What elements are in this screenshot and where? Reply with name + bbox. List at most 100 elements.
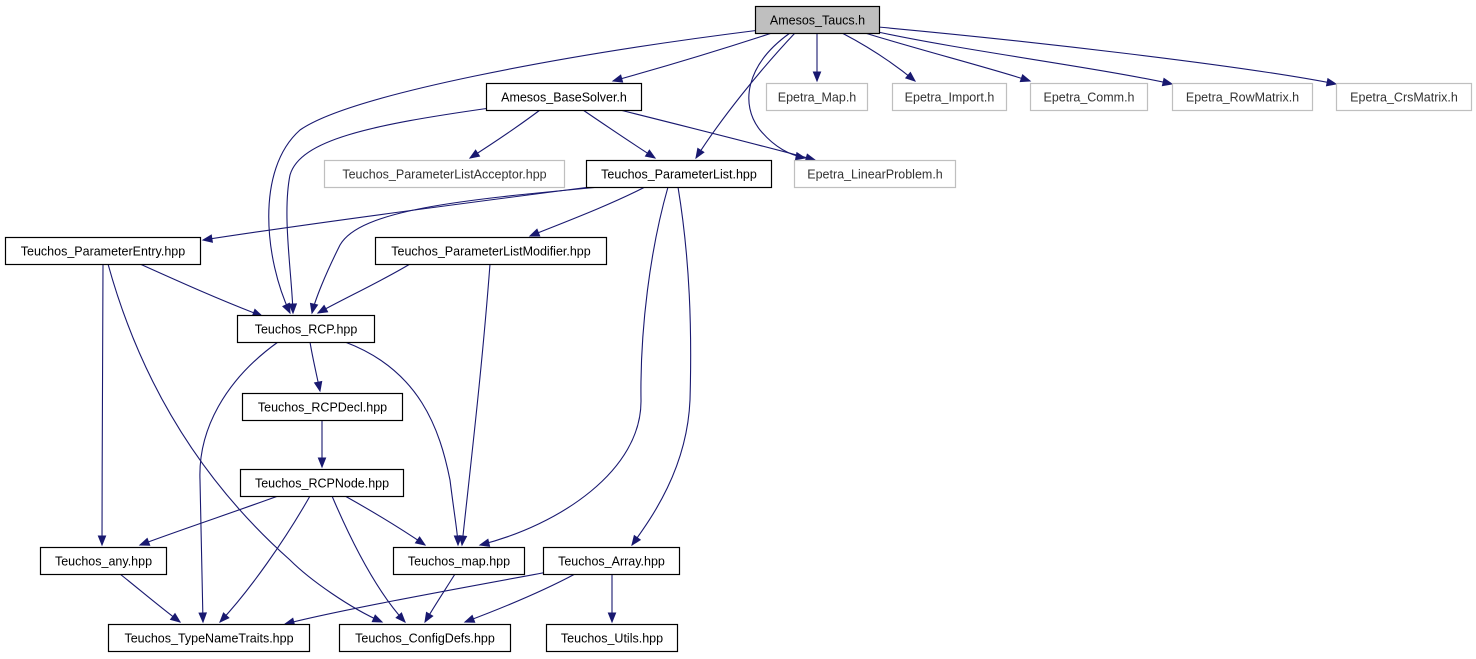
edge-line xyxy=(469,109,541,159)
node-box xyxy=(107,623,311,653)
edge-line xyxy=(284,571,549,625)
edge-teuchos_rcpnode-to-teuchos_typenametraits xyxy=(219,495,311,623)
edge-teuchos_rcp-to-teuchos_typenametraits xyxy=(198,341,279,624)
arrow-head xyxy=(288,303,298,315)
node-teuchos_pentry[interactable]: Teuchos_ParameterEntry.hpp xyxy=(4,236,202,266)
node-teuchos_map[interactable]: Teuchos_map.hpp xyxy=(392,546,526,576)
node-teuchos_plist[interactable]: Teuchos_ParameterList.hpp xyxy=(585,159,773,189)
edge-amesos_taucs-to-epetra_crsmatrix xyxy=(877,26,1338,87)
arrow-head xyxy=(169,612,182,623)
arrow-head xyxy=(198,612,208,624)
arrow-head xyxy=(607,612,617,624)
node-epetra_comm[interactable]: Epetra_Comm.h xyxy=(1029,82,1149,112)
node-teuchos_rcp[interactable]: Teuchos_RCP.hpp xyxy=(236,314,376,344)
node-teuchos_plistmodifier[interactable]: Teuchos_ParameterListModifier.hpp xyxy=(374,236,608,266)
edge-teuchos_any-to-teuchos_typenametraits xyxy=(119,573,182,623)
node-amesos_taucs[interactable]: Amesos_Taucs.h xyxy=(754,5,881,35)
arrow-head xyxy=(424,611,434,624)
node-epetra_map[interactable]: Epetra_Map.h xyxy=(765,82,869,112)
node-teuchos_rcpdecl[interactable]: Teuchos_RCPDecl.hpp xyxy=(241,392,404,422)
edge-teuchos_plist-to-teuchos_rcp xyxy=(309,186,601,315)
node-label: Epetra_Comm.h xyxy=(1043,91,1134,105)
node-label: Epetra_CrsMatrix.h xyxy=(1350,91,1458,105)
node-teuchos_rcpnode[interactable]: Teuchos_RCPNode.hpp xyxy=(239,468,405,498)
node-box xyxy=(1335,82,1473,112)
node-box xyxy=(542,546,681,576)
node-epetra_linearproblem[interactable]: Epetra_LinearProblem.h xyxy=(793,159,957,189)
edge-teuchos_pentry-to-teuchos_rcp xyxy=(139,263,264,317)
arrow-head xyxy=(316,304,329,314)
edge-amesos_taucs-to-epetra_map xyxy=(812,33,822,83)
node-label: Teuchos_ParameterList.hpp xyxy=(601,168,757,182)
edge-line xyxy=(199,341,279,623)
edge-line xyxy=(101,263,104,546)
edge-line xyxy=(331,495,406,623)
node-box xyxy=(338,623,512,653)
node-label: Teuchos_ConfigDefs.hpp xyxy=(355,632,495,646)
edge-line xyxy=(311,186,601,314)
arrow-head xyxy=(904,71,917,82)
node-label: Teuchos_RCPDecl.hpp xyxy=(258,401,387,415)
edge-teuchos_rcpnode-to-teuchos_map xyxy=(344,495,427,546)
edge-amesos_basesolver-to-teuchos_plistacceptor xyxy=(468,109,541,159)
node-box xyxy=(239,468,405,498)
node-label: Teuchos_RCPNode.hpp xyxy=(255,477,389,491)
node-box xyxy=(793,159,957,189)
node-teuchos_utils[interactable]: Teuchos_Utils.hpp xyxy=(545,623,679,653)
node-label: Epetra_Import.h xyxy=(905,91,995,105)
node-box xyxy=(485,82,643,112)
edge-teuchos_rcpdecl-to-teuchos_rcpnode xyxy=(317,420,327,469)
edge-teuchos_map-to-teuchos_configdefs xyxy=(424,573,456,624)
edge-line xyxy=(344,341,459,546)
edge-teuchos_plist-to-teuchos_pentry xyxy=(201,186,591,243)
node-teuchos_plistacceptor[interactable]: Teuchos_ParameterListAcceptor.hpp xyxy=(323,159,566,189)
arrow-head xyxy=(201,234,214,243)
arrow-head xyxy=(1019,73,1032,83)
node-label: Teuchos_ParameterListAcceptor.hpp xyxy=(342,168,546,182)
node-label: Teuchos_Array.hpp xyxy=(558,555,665,569)
node-box xyxy=(236,314,376,344)
edge-line xyxy=(119,573,181,623)
edge-teuchos_plist-to-teuchos_array xyxy=(631,186,692,547)
node-teuchos_any[interactable]: Teuchos_any.hpp xyxy=(39,546,168,576)
edge-amesos_taucs-to-amesos_basesolver xyxy=(611,32,773,83)
node-epetra_rowmatrix[interactable]: Epetra_RowMatrix.h xyxy=(1171,82,1314,112)
edge-teuchos_rcpnode-to-teuchos_configdefs xyxy=(331,495,406,623)
node-label: Epetra_RowMatrix.h xyxy=(1186,91,1299,105)
node-teuchos_array[interactable]: Teuchos_Array.hpp xyxy=(542,546,681,576)
arrow-head xyxy=(528,228,541,237)
arrow-head xyxy=(395,612,406,623)
edge-line xyxy=(464,573,576,623)
node-epetra_crsmatrix[interactable]: Epetra_CrsMatrix.h xyxy=(1335,82,1473,112)
arrow-head xyxy=(695,147,705,160)
edge-line xyxy=(107,263,383,623)
edge-teuchos_plist-to-teuchos_map xyxy=(478,186,669,547)
arrow-head xyxy=(463,614,476,623)
edge-line xyxy=(344,495,426,546)
edge-teuchos_array-to-teuchos_configdefs xyxy=(463,573,576,623)
node-label: Epetra_Map.h xyxy=(778,91,857,105)
edge-amesos_taucs-to-teuchos_plist xyxy=(695,32,796,160)
edge-teuchos_array-to-teuchos_utils xyxy=(607,574,617,624)
node-teuchos_typenametraits[interactable]: Teuchos_TypeNameTraits.hpp xyxy=(107,623,311,653)
node-box xyxy=(891,82,1008,112)
node-label: Amesos_BaseSolver.h xyxy=(501,91,627,105)
node-label: Teuchos_ParameterListModifier.hpp xyxy=(391,245,590,259)
node-label: Teuchos_ParameterEntry.hpp xyxy=(21,245,185,259)
edge-line xyxy=(139,263,263,317)
node-box xyxy=(1171,82,1314,112)
edge-amesos_taucs-to-epetra_import xyxy=(841,32,917,82)
node-label: Teuchos_map.hpp xyxy=(408,555,510,569)
edge-amesos_basesolver-to-teuchos_plist xyxy=(582,109,657,159)
edge-teuchos_array-to-teuchos_typenametraits xyxy=(283,571,549,626)
arrow-head xyxy=(468,149,481,159)
edge-line xyxy=(461,263,491,546)
edge-line xyxy=(612,32,773,82)
edge-amesos_basesolver-to-teuchos_rcp xyxy=(286,107,491,315)
edge-line xyxy=(317,263,411,314)
node-box xyxy=(392,546,526,576)
node-teuchos_configdefs[interactable]: Teuchos_ConfigDefs.hpp xyxy=(338,623,512,653)
node-amesos_basesolver[interactable]: Amesos_BaseSolver.h xyxy=(485,82,643,112)
node-epetra_import[interactable]: Epetra_Import.h xyxy=(891,82,1008,112)
